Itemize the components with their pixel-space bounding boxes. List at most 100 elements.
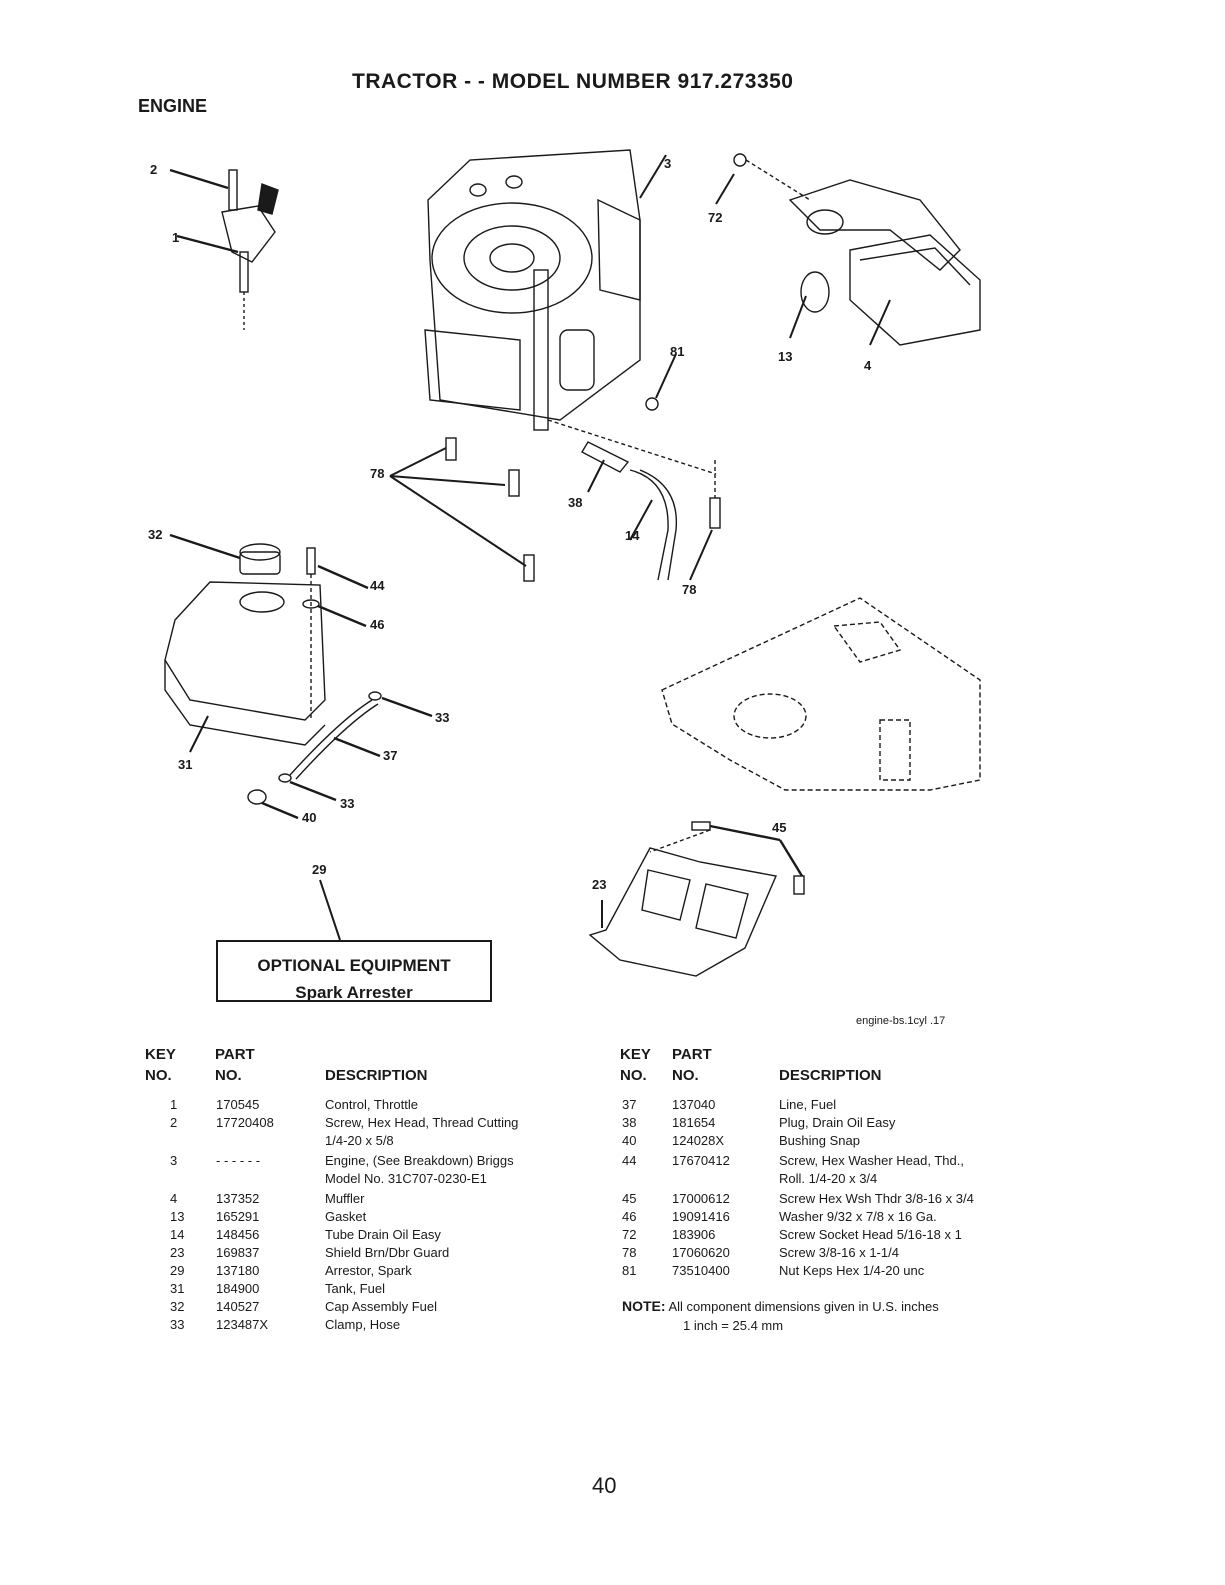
key-no: 31 [170, 1281, 185, 1296]
part-no: 124028X [672, 1133, 725, 1148]
callout-3: 3 [664, 156, 672, 171]
engine-parts-diagram [164, 149, 981, 977]
part-description: Bushing Snap [779, 1133, 860, 1148]
callout-29: 29 [312, 862, 327, 877]
callout-44: 44 [370, 578, 385, 593]
part-no: 17060620 [672, 1245, 730, 1260]
section-heading: ENGINE [138, 96, 208, 116]
part-description: Clamp, Hose [325, 1317, 401, 1332]
part-no: - - - - - - [216, 1153, 261, 1168]
part-no: 165291 [216, 1209, 260, 1224]
part-no: 170545 [216, 1097, 260, 1112]
right-key-header-1: KEY [620, 1046, 651, 1063]
key-no: 72 [622, 1227, 637, 1242]
part-description: Arrestor, Spark [325, 1263, 412, 1278]
callout-33-top: 33 [435, 710, 450, 725]
part-description: Screw Hex Wsh Thdr 3/8-16 x 3/4 [779, 1191, 974, 1206]
part-no: 169837 [216, 1245, 260, 1260]
callout-38: 38 [568, 495, 583, 510]
part-description: Screw Socket Head 5/16-18 x 1 [779, 1227, 962, 1242]
part-no: 140527 [216, 1299, 260, 1314]
right-part-header-1: PART [672, 1046, 712, 1063]
key-no: 29 [170, 1263, 185, 1278]
part-no: 184900 [216, 1281, 260, 1296]
part-description: Tube Drain Oil Easy [325, 1227, 441, 1242]
callout-45: 45 [772, 820, 787, 835]
part-no: 73510400 [672, 1263, 730, 1278]
key-no: 46 [622, 1209, 637, 1224]
callout-1: 1 [172, 230, 180, 245]
part-description: Control, Throttle [325, 1097, 418, 1112]
callout-78-right: 78 [682, 582, 697, 597]
right-description-header: DESCRIPTION [779, 1067, 882, 1084]
optional-equipment-heading: OPTIONAL EQUIPMENT [257, 956, 451, 975]
note-text: All component dimensions given in U.S. i… [668, 1299, 939, 1314]
fuel-tank-drawing [164, 533, 433, 820]
part-no: 137180 [216, 1263, 260, 1278]
part-description: Cap Assembly Fuel [325, 1299, 437, 1314]
callout-14: 14 [625, 528, 640, 543]
part-no: 183906 [672, 1227, 716, 1242]
key-no: 3 [170, 1153, 178, 1168]
dimensions-note: NOTE: All component dimensions given in … [622, 1298, 939, 1314]
key-no: 32 [170, 1299, 185, 1314]
callout-37: 37 [383, 748, 398, 763]
shield-drawing [588, 821, 805, 977]
callout-40: 40 [302, 810, 317, 825]
key-no: 14 [170, 1227, 185, 1242]
part-description: Roll. 1/4-20 x 3/4 [779, 1171, 878, 1186]
key-no: 4 [170, 1191, 178, 1206]
part-no: 137352 [216, 1191, 260, 1206]
muffler-drawing [715, 153, 981, 346]
part-description: Model No. 31C707-0230-E1 [325, 1171, 487, 1186]
key-no: 40 [622, 1133, 637, 1148]
page-number: 40 [592, 1473, 617, 1498]
key-no: 13 [170, 1209, 185, 1224]
part-no: 123487X [216, 1317, 269, 1332]
key-no: 81 [622, 1263, 637, 1278]
callout-13: 13 [778, 349, 793, 364]
left-description-header: DESCRIPTION [325, 1067, 428, 1084]
left-part-header-1: PART [215, 1046, 255, 1063]
page-title: TRACTOR - - MODEL NUMBER 917.273350 [352, 70, 794, 93]
note-label: NOTE: [622, 1298, 666, 1314]
part-description: Screw 3/8-16 x 1-1/4 [779, 1245, 899, 1260]
callout-81: 81 [670, 344, 685, 359]
part-description: 1/4-20 x 5/8 [325, 1133, 394, 1148]
left-key-header-1: KEY [145, 1046, 176, 1063]
chassis-plate-drawing [661, 597, 981, 791]
key-no: 44 [622, 1153, 637, 1168]
fasteners-drawing [389, 353, 721, 582]
unit-conversion: 1 inch = 25.4 mm [683, 1318, 784, 1333]
part-description: Plug, Drain Oil Easy [779, 1115, 896, 1130]
callout-46: 46 [370, 617, 385, 632]
part-description: Screw, Hex Head, Thread Cutting [325, 1115, 519, 1130]
callout-23: 23 [592, 877, 607, 892]
part-description: Screw, Hex Washer Head, Thd., [779, 1153, 964, 1168]
key-no: 33 [170, 1317, 185, 1332]
part-no: 148456 [216, 1227, 260, 1242]
right-part-header-2: NO. [672, 1067, 699, 1084]
part-description: Gasket [325, 1209, 367, 1224]
callout-78-left: 78 [370, 466, 385, 481]
part-description: Engine, (See Breakdown) Briggs [325, 1153, 514, 1168]
left-part-header-2: NO. [215, 1067, 242, 1084]
key-no: 38 [622, 1115, 637, 1130]
part-description: Shield Brn/Dbr Guard [325, 1245, 450, 1260]
engine-drawing [424, 149, 667, 431]
part-no: 137040 [672, 1097, 716, 1112]
part-description: Nut Keps Hex 1/4-20 unc [779, 1263, 925, 1278]
part-no: 17720408 [216, 1115, 274, 1130]
left-key-header-2: NO. [145, 1067, 172, 1084]
drawing-file-reference: engine-bs.1cyl .17 [856, 1015, 946, 1027]
part-description: Washer 9/32 x 7/8 x 16 Ga. [779, 1209, 937, 1224]
key-no: 45 [622, 1191, 637, 1206]
callout-31: 31 [178, 757, 193, 772]
part-description: Tank, Fuel [325, 1281, 385, 1296]
part-no: 181654 [672, 1115, 716, 1130]
throttle-control-drawing [169, 168, 279, 330]
optional-equipment-item: Spark Arrester [295, 983, 413, 1002]
callout-32: 32 [148, 527, 163, 542]
key-no: 2 [170, 1115, 178, 1130]
part-description: Line, Fuel [779, 1097, 837, 1112]
